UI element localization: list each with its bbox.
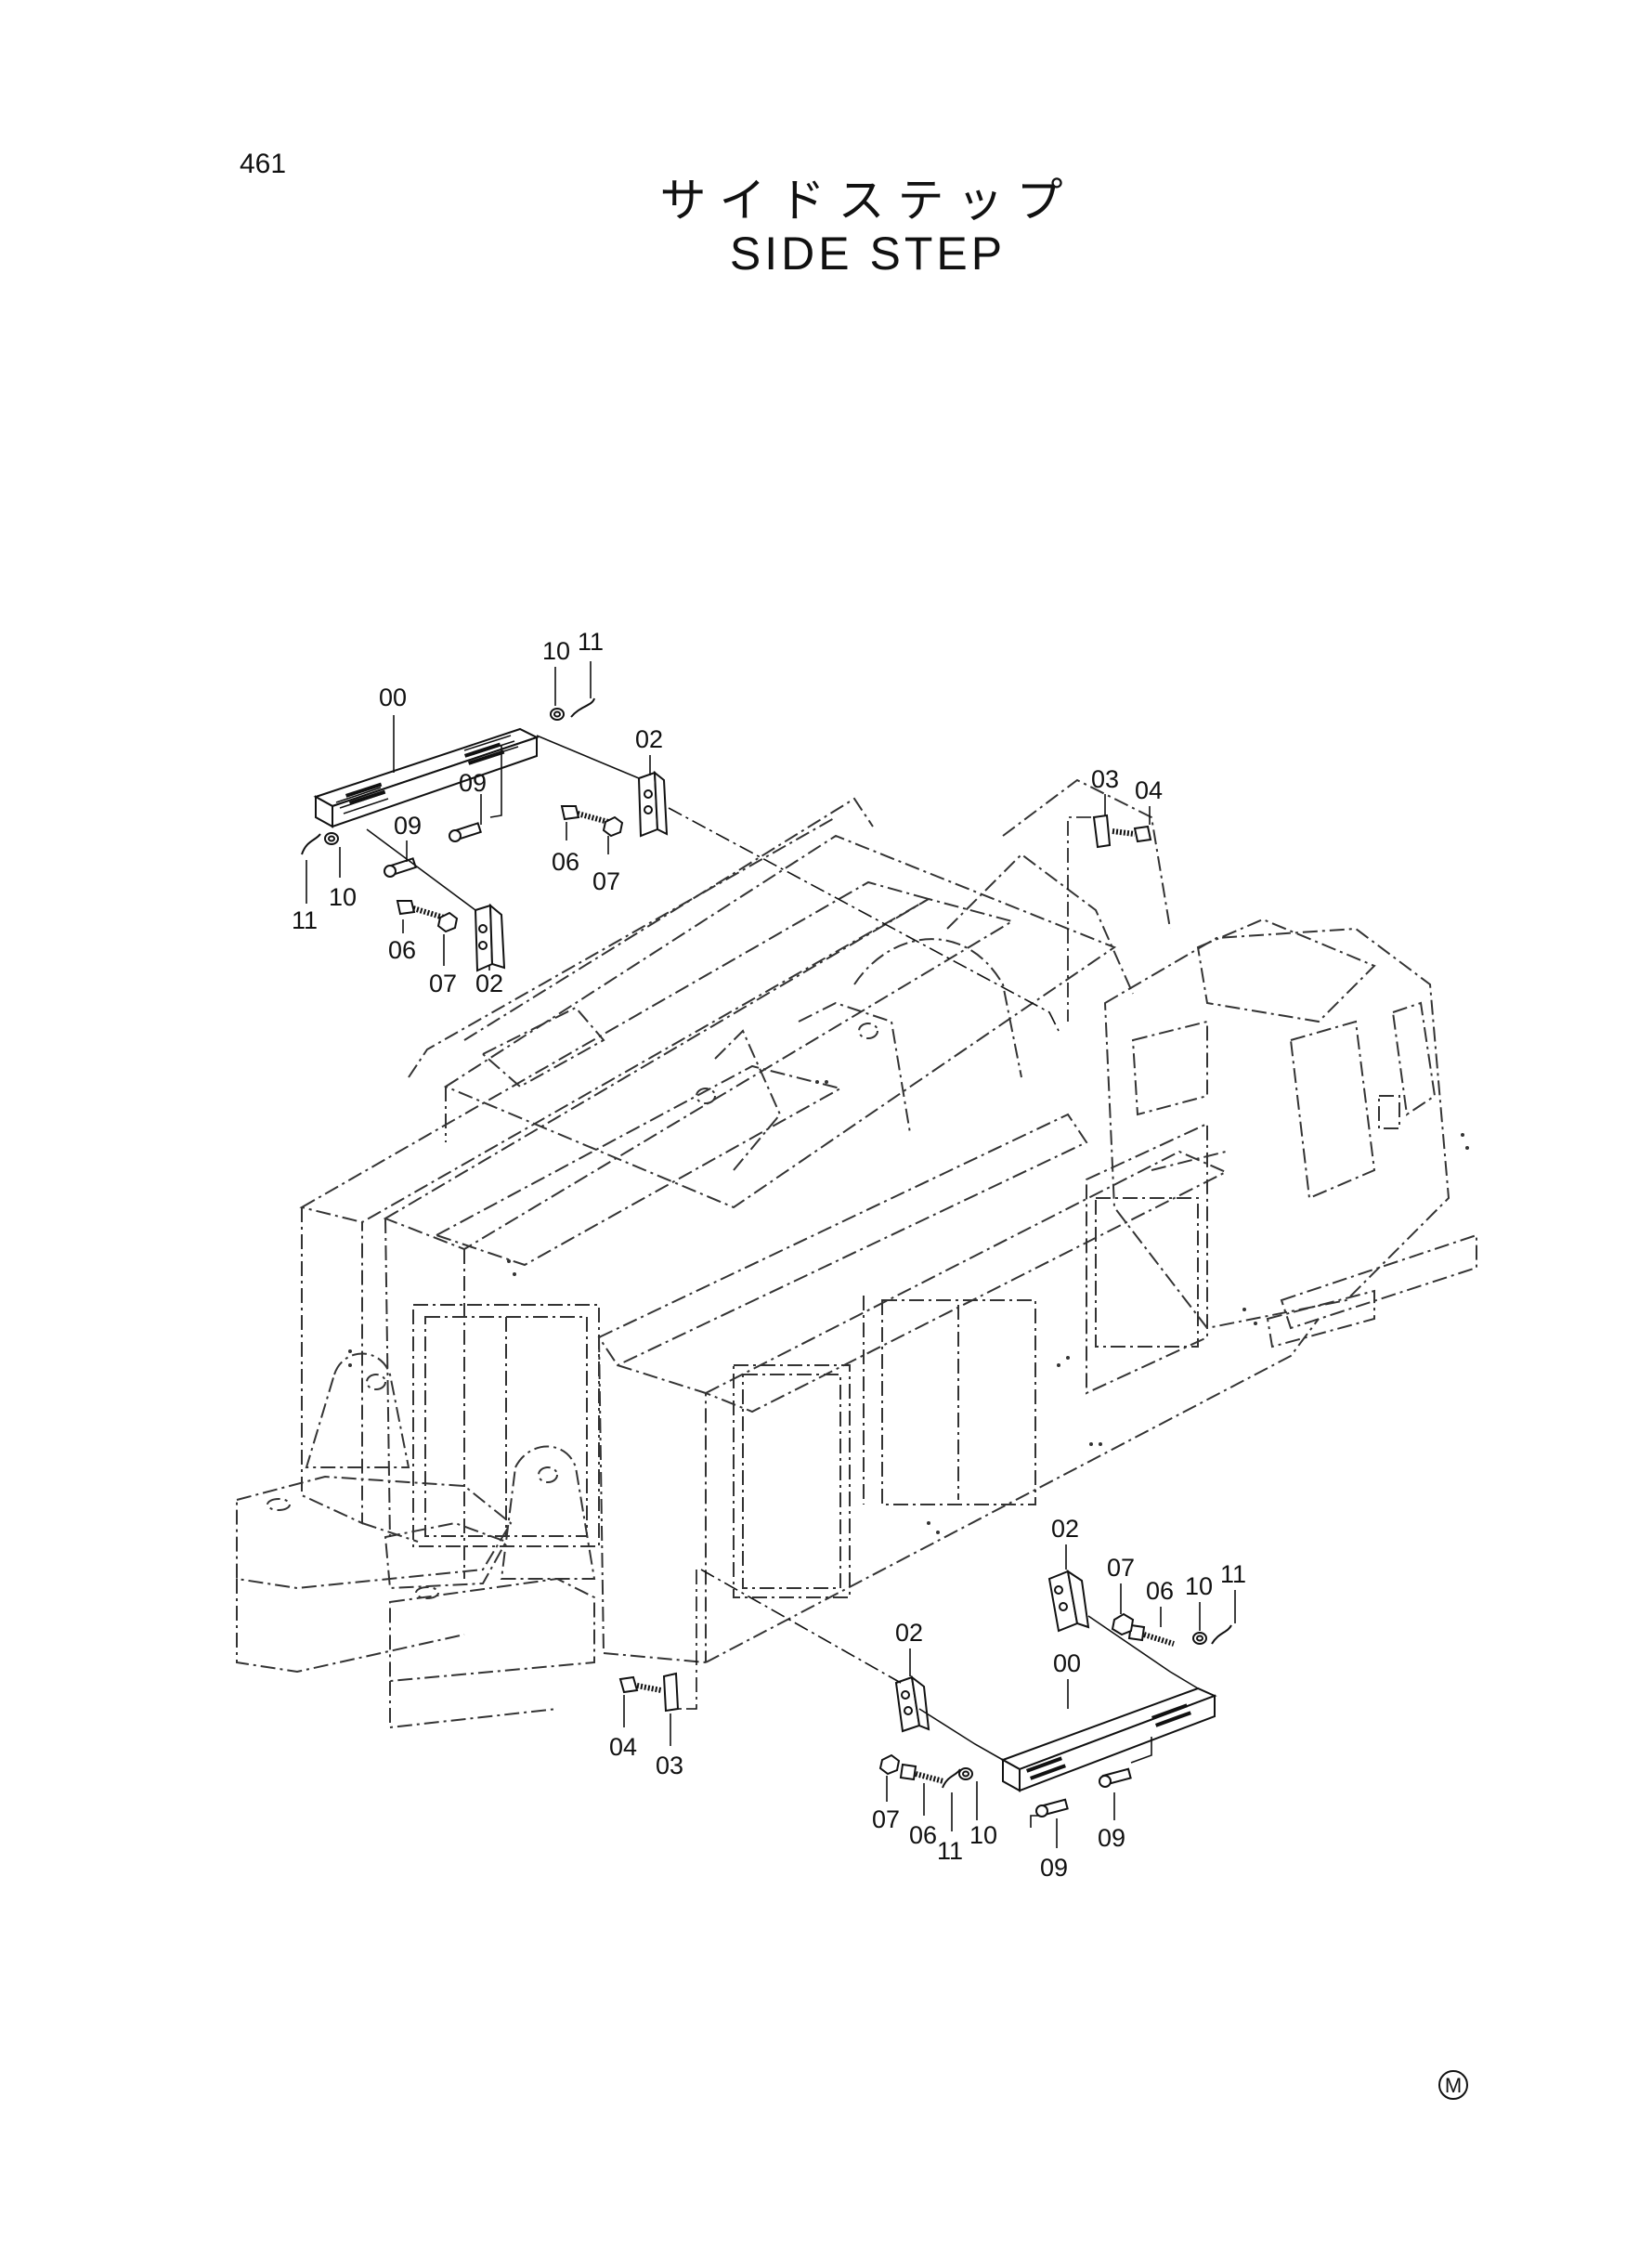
- callout-07: 07: [592, 867, 620, 895]
- callout-11: 11: [937, 1837, 963, 1865]
- callout-02: 02: [475, 970, 503, 997]
- callout-06: 06: [909, 1821, 937, 1849]
- callout-07: 07: [429, 970, 457, 997]
- callout-07: 07: [1107, 1554, 1135, 1582]
- callout-00: 00: [1053, 1649, 1081, 1677]
- callout-09: 09: [1040, 1854, 1068, 1882]
- callout-09: 09: [394, 812, 422, 840]
- callout-04: 04: [609, 1733, 637, 1761]
- rivet-dots: [348, 1080, 1469, 1534]
- callout-11: 11: [578, 628, 604, 656]
- circled-m-mark: M: [1438, 2070, 1468, 2100]
- step-plate-lower: [1000, 1687, 1217, 1792]
- callout-03: 03: [656, 1752, 683, 1779]
- callout-10: 10: [969, 1821, 997, 1849]
- page-number: 461: [240, 149, 287, 179]
- callout-labels-upper: 00 10 11 02 09 09 11 10 06 07 06 07 02 0…: [292, 628, 1163, 997]
- callout-11: 11: [1220, 1560, 1246, 1588]
- title-english: SIDE STEP: [729, 228, 1007, 280]
- callout-02: 02: [1051, 1515, 1079, 1543]
- bolt-06-upper: [560, 805, 609, 825]
- step-plate-upper: [313, 727, 540, 828]
- corner-mark-text: M: [1445, 2074, 1462, 2097]
- callout-00: 00: [379, 684, 407, 711]
- callout-06: 06: [388, 936, 416, 964]
- callout-09: 09: [459, 769, 487, 797]
- callout-11: 11: [292, 906, 318, 934]
- upper-side-step-assembly: [301, 697, 1152, 972]
- callout-10: 10: [329, 883, 357, 911]
- callout-09: 09: [1098, 1824, 1125, 1852]
- callout-02: 02: [895, 1619, 923, 1647]
- callout-10: 10: [1185, 1572, 1213, 1600]
- callout-07: 07: [872, 1805, 900, 1833]
- bolt-06-lower: [396, 900, 445, 920]
- callout-02: 02: [635, 725, 663, 753]
- callout-06: 06: [552, 848, 579, 876]
- lower-side-step-assembly: [618, 1569, 1232, 1818]
- callout-10: 10: [542, 637, 570, 665]
- callout-labels-lower: 02 07 06 10 11 02 00 04 03 07 06 11 10 0…: [609, 1515, 1246, 1882]
- lower-leader-lines: [623, 1544, 1236, 1848]
- upper-structure-outline: [236, 778, 1477, 1729]
- callout-03: 03: [1091, 765, 1119, 793]
- title-japanese: サイドステップ: [659, 174, 1076, 228]
- upper-leader-lines: [306, 661, 1151, 1032]
- callout-06: 06: [1146, 1577, 1174, 1605]
- callout-04: 04: [1135, 776, 1163, 804]
